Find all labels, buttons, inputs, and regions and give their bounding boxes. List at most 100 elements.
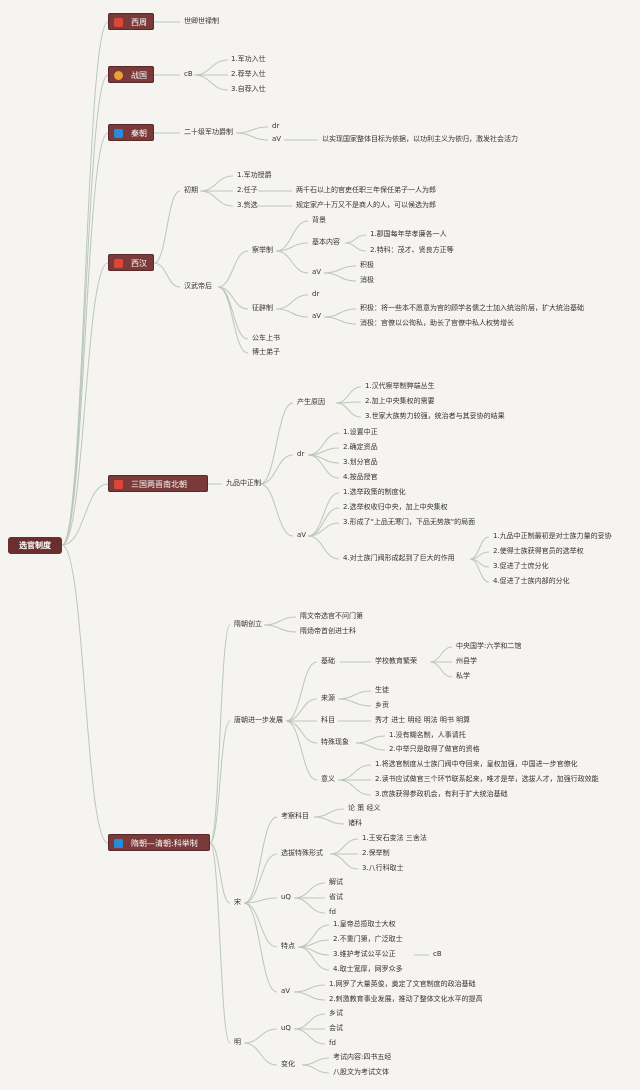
node-zhengbi[interactable]: 征辟制 [252,304,273,312]
node-teshu-1[interactable]: 1.没有糊名制，人事请托 [389,731,466,739]
node-tedian-3[interactable]: 3.维护考试公平公正 [333,950,396,958]
node-zixuan[interactable]: 3.赀选 [237,201,258,209]
node-qin-av-text[interactable]: 以实现国家整体目标为依据，以功利主义为依归，激发社会活力 [322,135,518,143]
node-song-av-2[interactable]: 2.刺激教育事业发展，推动了整体文化水平的提高 [329,995,483,1003]
node-sub-2[interactable]: 2.使得士族获得官员的选举权 [493,547,584,555]
node-jichu[interactable]: 基础 [321,657,335,665]
node-tedian-4[interactable]: 4.取士宽厚，网罗众多 [333,965,403,973]
node-yiyi-3[interactable]: 3.庶族获得参政机会，有利于扩大统治基础 [375,790,508,798]
node-sub-3[interactable]: 3.促进了士庶分化 [493,562,549,570]
node-shengshi[interactable]: 省试 [329,893,343,901]
node-qin-dr[interactable]: dr [272,122,280,130]
node-av-1[interactable]: 1.选举政策的制度化 [343,488,406,496]
node-xuexiao-1[interactable]: 中央国学:六学和二馆 [456,642,522,650]
node-kaocha-2[interactable]: 诸科 [348,819,362,827]
node-xuexiao-2[interactable]: 州县学 [456,657,477,665]
node-song-av-1[interactable]: 1.网罗了大量英俊，奠定了文官制度的政治基础 [329,980,476,988]
root-node[interactable]: 选官制度 [8,537,62,554]
node-dr-4[interactable]: 4.按品授官 [343,473,378,481]
node-xuexiao-3[interactable]: 私学 [456,672,470,680]
era-qin[interactable]: 秦朝 [108,124,154,141]
node-av-3[interactable]: 3.形成了"上品无寒门，下品无势族"的局面 [343,518,476,526]
node-song-av[interactable]: aV [281,987,291,995]
node-xiaoji1[interactable]: 消极 [360,276,374,284]
node-ming-uq[interactable]: uQ [281,1024,291,1032]
node-jiupin[interactable]: 九品中正制 [226,479,261,487]
node-bianhua[interactable]: 变化 [281,1060,295,1068]
node-chansheng[interactable]: 产生原因 [297,398,325,406]
node-huishi[interactable]: 会试 [329,1024,343,1032]
node-sui-1[interactable]: 隋文帝选官不问门第 [300,612,363,620]
node-laiyuan[interactable]: 来源 [321,694,335,702]
node-dr-1[interactable]: 1.设置中正 [343,428,378,436]
node-jiben[interactable]: 基本内容 [312,238,340,246]
node-kemu[interactable]: 科目 [321,716,335,724]
node-junggong-jue[interactable]: 二十级军功爵制 [184,128,233,136]
node-xuanba-2[interactable]: 2.保举制 [362,849,390,857]
node-xiaoji2[interactable]: 消极：官僚以公徇私，助长了官僚中私人权势增长 [360,319,514,327]
node-tang[interactable]: 唐朝进一步发展 [234,716,283,724]
node-jieshi[interactable]: 解试 [329,878,343,886]
node-dr-3[interactable]: 3.划分官品 [343,458,378,466]
node-laiyuan-1[interactable]: 生徒 [375,686,389,694]
node-yiyi[interactable]: 意义 [321,775,335,783]
node-xuanba-3[interactable]: 3.八行科取士 [362,864,404,872]
node-song[interactable]: 宋 [234,898,241,906]
node-sanguo-av[interactable]: aV [297,531,307,539]
era-zhanguo[interactable]: 战国 [108,66,154,83]
node-yiyi-1[interactable]: 1.将选官制度从士族门阀中夺回来，皇权加强，中国进一步官僚化 [375,760,578,768]
node-av-4[interactable]: 4.对士族门阀形成起到了巨大的作用 [343,554,455,562]
node-dr-2[interactable]: 2.确定资品 [343,443,378,451]
node-chaju[interactable]: 察举制 [252,246,273,254]
node-sui[interactable]: 隋朝创立 [234,620,262,628]
node-kaocha[interactable]: 考察科目 [281,812,309,820]
era-suitang[interactable]: 隋朝—清朝:科举制 [108,834,210,851]
node-xuanba-1[interactable]: 1.王安石变法 三舍法 [362,834,427,842]
node-xuanba[interactable]: 选拔特殊形式 [281,849,323,857]
node-chansheng-3[interactable]: 3.世家大族势力较强，统治者与其妥协的结果 [365,412,505,420]
node-chuqi[interactable]: 初期 [184,186,198,194]
node-shiqing[interactable]: 世卿世禄制 [184,17,219,25]
node-ming-fd[interactable]: fd [329,1039,336,1047]
node-song-uq[interactable]: uQ [281,893,291,901]
node-qin-av[interactable]: aV [272,135,282,143]
era-sanguo[interactable]: 三国两晋南北朝 [108,475,208,492]
node-yiyi-2[interactable]: 2.读书应试做官三个环节联系起来，唯才是举，选拔人才，加强行政效能 [375,775,599,783]
node-tedian-1[interactable]: 1.皇帝总揽取士大权 [333,920,396,928]
node-zhengbi-dr[interactable]: dr [312,290,320,298]
node-chansheng-2[interactable]: 2.加上中央集权的需要 [365,397,435,405]
node-renzi[interactable]: 2.任子 [237,186,258,194]
node-wudi[interactable]: 汉武帝后 [184,282,212,290]
node-junggong[interactable]: 1.军功入仕 [231,55,266,63]
node-ming[interactable]: 明 [234,1038,241,1046]
node-jiji1[interactable]: 积极 [360,261,374,269]
node-bianhua-2[interactable]: 八股文为考试文体 [333,1068,389,1076]
node-teshu-2[interactable]: 2.中举只是取得了做官的资格 [389,745,480,753]
node-chansheng-1[interactable]: 1.汉代察举制弊端丛生 [365,382,435,390]
node-kemu-text[interactable]: 秀才 进士 明经 明法 明书 明算 [375,716,471,724]
node-song-fd[interactable]: fd [329,908,336,916]
node-jiben-2[interactable]: 2.特科：茂才、贤良方正等 [370,246,454,254]
node-sub-1[interactable]: 1.九品中正制最初是对士族力量的妥协 [493,532,612,540]
node-sub-4[interactable]: 4.促进了士族内部的分化 [493,577,570,585]
era-xihan[interactable]: 西汉 [108,254,154,271]
node-chaju-av[interactable]: aV [312,268,322,276]
node-zhengbi-av[interactable]: aV [312,312,322,320]
node-xiangshi[interactable]: 乡试 [329,1009,343,1017]
node-tedian-3-cb[interactable]: cB [433,950,442,958]
node-xuexiao[interactable]: 学校教育繁荣 [375,657,417,665]
node-zixuan-text[interactable]: 规定家产十万又不是商人的人，可以候选为郎 [296,201,436,209]
node-bianhua-1[interactable]: 考试内容:四书五经 [333,1053,392,1061]
node-zijian[interactable]: 3.自荐入仕 [231,85,266,93]
node-teshu[interactable]: 特殊现象 [321,738,349,746]
node-jiben-1[interactable]: 1.郡国每年举孝廉各一人 [370,230,447,238]
node-shangshu[interactable]: 公车上书 [252,334,280,342]
node-tedian[interactable]: 特点 [281,942,295,950]
node-beijing[interactable]: 背景 [312,216,326,224]
era-xizhou[interactable]: 西周 [108,13,154,30]
node-av-2[interactable]: 2.选举权收归中央，加上中央集权 [343,503,448,511]
node-laiyuan-2[interactable]: 乡贡 [375,701,389,709]
node-tedian-2[interactable]: 2.不重门第，广泛取士 [333,935,403,943]
node-renzi-text[interactable]: 两千石以上的官吏任职三年保任弟子一人为郎 [296,186,436,194]
node-jianju[interactable]: 2.荐举入仕 [231,70,266,78]
